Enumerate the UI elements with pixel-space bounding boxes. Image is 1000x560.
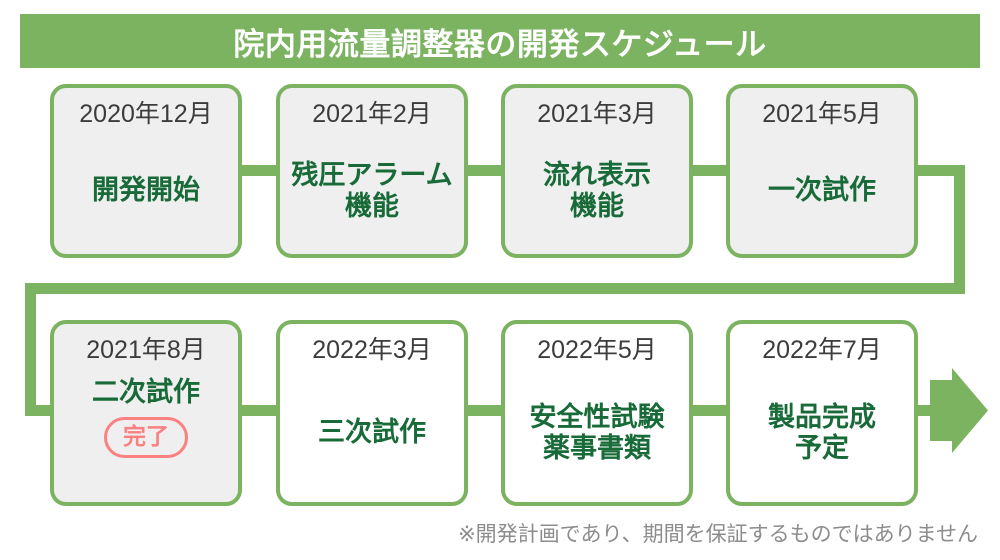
status-badge: 完了 — [104, 417, 188, 459]
card-label: 安全性試験 薬事書類 — [529, 402, 665, 463]
connector-r2-c3-c4 — [690, 405, 730, 416]
timeline-card-r1-c2[interactable]: 2021年2月 残圧アラーム 機能 — [276, 84, 468, 258]
page-title: 院内用流量調整器の開発スケジュール — [233, 26, 767, 62]
footer-disclaimer: ※開発計画であり、期間を保証するものではありません — [458, 523, 978, 546]
card-body: 製品完成 予定 — [730, 363, 914, 502]
card-body: 一次試作 — [730, 127, 914, 254]
connector-r2-c2-c3 — [465, 405, 505, 416]
card-date: 2022年7月 — [762, 336, 882, 364]
card-body: 三次試作 — [280, 363, 464, 502]
card-body: 開発開始 — [54, 127, 238, 254]
card-label: 二次試作 — [92, 377, 200, 407]
card-body: 残圧アラーム 機能 — [280, 127, 464, 254]
timeline-card-r2-c2[interactable]: 2022年3月 三次試作 — [276, 320, 468, 506]
card-label: 三次試作 — [318, 417, 426, 448]
timeline-card-r1-c4[interactable]: 2021年5月 一次試作 — [726, 84, 918, 258]
card-label: 残圧アラーム 機能 — [291, 160, 453, 221]
connector-r1-c1-c2 — [240, 165, 280, 176]
card-body: 流れ表示 機能 — [505, 127, 689, 254]
timeline-card-r2-c1[interactable]: 2021年8月 二次試作 完了 — [50, 320, 242, 506]
card-body: 安全性試験 薬事書類 — [505, 363, 689, 502]
card-date: 2021年3月 — [537, 100, 657, 128]
card-date: 2020年12月 — [79, 100, 213, 128]
connector-r1-c3-c4 — [690, 165, 730, 176]
card-label: 一次試作 — [768, 175, 876, 206]
timeline-card-r2-c4[interactable]: 2022年7月 製品完成 予定 — [726, 320, 918, 506]
card-date: 2021年2月 — [312, 100, 432, 128]
card-body: 二次試作 完了 — [54, 363, 238, 502]
card-label: 開発開始 — [92, 175, 200, 206]
timeline-card-r1-c3[interactable]: 2021年3月 流れ表示 機能 — [501, 84, 693, 258]
timeline-card-r1-c1[interactable]: 2020年12月 開発開始 — [50, 84, 242, 258]
card-date: 2021年5月 — [762, 100, 882, 128]
connector-r1-c2-c3 — [465, 165, 505, 176]
card-date: 2022年3月 — [312, 336, 432, 364]
timeline-card-r2-c3[interactable]: 2022年5月 安全性試験 薬事書類 — [501, 320, 693, 506]
arrow-right-icon — [930, 368, 988, 453]
connector-r2-c1-c2 — [240, 405, 280, 416]
card-date: 2022年5月 — [537, 336, 657, 364]
card-date: 2021年8月 — [86, 336, 206, 364]
card-label: 製品完成 予定 — [768, 402, 876, 463]
card-label: 流れ表示 機能 — [543, 160, 651, 221]
diagram-title-banner: 院内用流量調整器の開発スケジュール — [20, 14, 980, 68]
